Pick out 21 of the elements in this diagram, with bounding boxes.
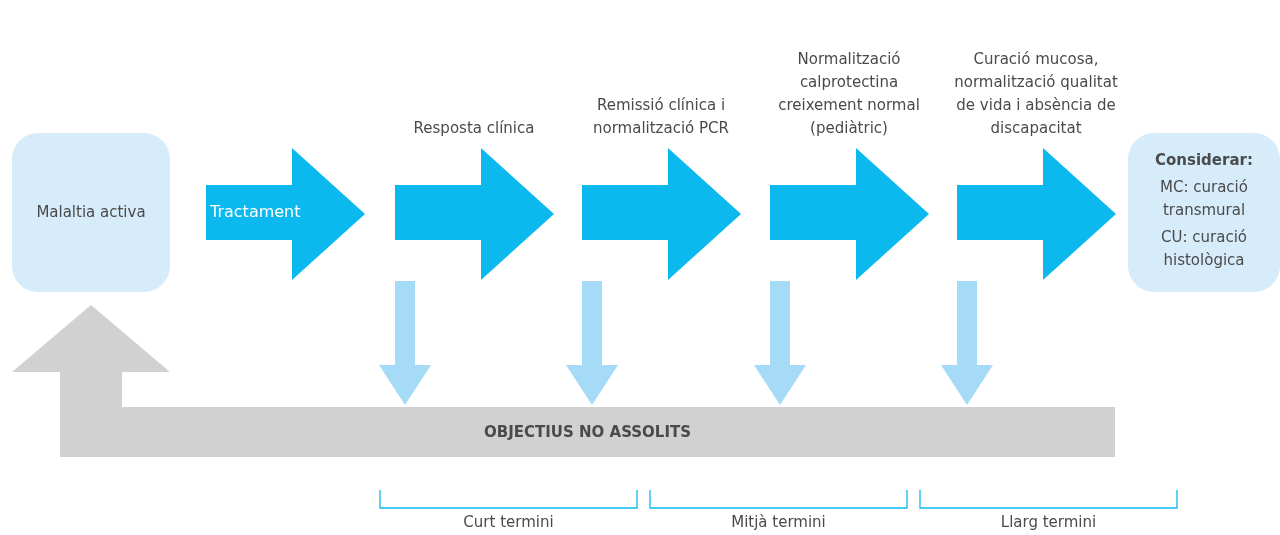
box-text: Malaltia activa (36, 202, 146, 223)
status-box (12, 133, 170, 292)
feedback-bar (60, 407, 1115, 457)
stage-label: Resposta clínica (413, 118, 535, 139)
stage-label: Normalització calprotectina creixement normal (pediàtric) (777, 49, 921, 139)
box-text: MC: curació transmural (1159, 177, 1249, 221)
period-label: Mitjà termini (730, 512, 827, 533)
step-label: Tractament (210, 201, 301, 223)
period-label: Curt termini (462, 512, 555, 533)
bar-label: OBJECTIUS NO ASSOLITS (483, 421, 691, 443)
arrow (754, 281, 806, 405)
stage-label: Remissió clínica i normalització PCR (592, 95, 730, 139)
arrow (566, 281, 618, 405)
arrow (941, 281, 993, 405)
box-heading: Considerar: (1155, 150, 1253, 171)
period-label: Llarg termini (999, 512, 1098, 533)
box-text: CU: curació histològica (1160, 227, 1248, 271)
stage-label: Curació mucosa, normalització qualitat de vida i absència de discapacitat (953, 49, 1119, 139)
arrow (12, 305, 170, 407)
arrow (379, 281, 431, 405)
note-box (1128, 133, 1280, 292)
